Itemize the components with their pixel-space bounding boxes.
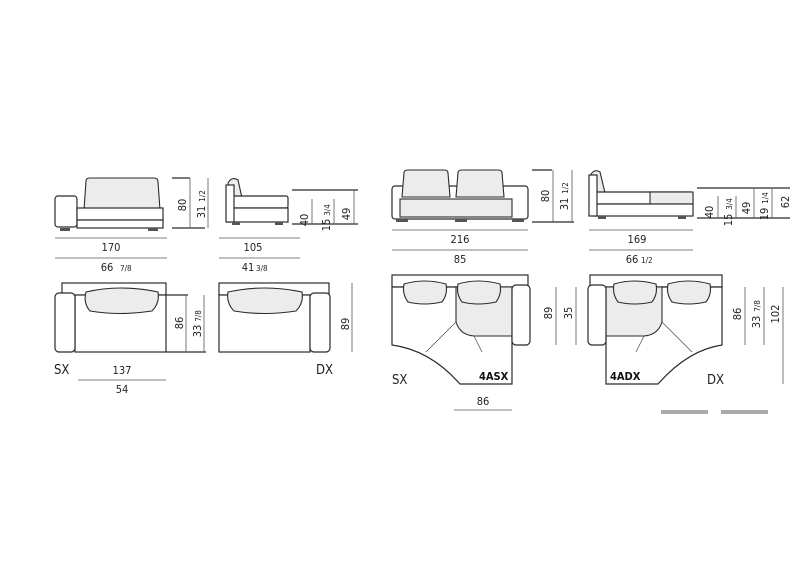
plan-4adx-full-depth: 102 — [769, 305, 782, 324]
side-seat-height-in-frac: 3/4 — [323, 204, 332, 216]
plan-4adx-code: 4ADX — [610, 370, 641, 383]
side-r-extra-height: 62 — [779, 196, 792, 209]
plan-4asx-label: SX — [392, 373, 407, 388]
side-seat-height-cm: 40 — [298, 214, 311, 227]
front-elevation-right — [391, 169, 574, 223]
front-r-height-cm: 80 — [539, 190, 552, 203]
plan-sx-depth-in-frac: 7/8 — [194, 310, 203, 322]
plan-view-4asx — [391, 274, 577, 411]
front-elevation-left — [54, 177, 209, 231]
plan-4asx-width-cm: 86 — [477, 395, 490, 408]
front-width-in-frac: 7/8 — [120, 264, 132, 273]
plan-sx-width-cm: 137 — [113, 364, 132, 377]
side-depth-in-frac: 3/8 — [256, 264, 268, 273]
plan-view-sx — [54, 282, 206, 353]
side-elevation-right — [588, 170, 790, 219]
plan-4adx-depth-cm: 86 — [731, 308, 744, 321]
side-r-seat-height-in-frac: 3/4 — [725, 198, 734, 210]
plan-sx-depth-in: 33 — [191, 325, 204, 338]
side-depth-cm: 105 — [244, 241, 263, 254]
side-depth-in: 41 — [242, 261, 255, 274]
plan-dx-label: DX — [316, 363, 333, 378]
plan-4adx-depth-in-frac: 7/8 — [753, 300, 762, 312]
plan-4adx-depth-in: 33 — [750, 316, 763, 329]
plan-dx-depth-cm: 89 — [339, 318, 352, 331]
side-r-depth-cm: 169 — [628, 233, 647, 246]
side-r-back-height-in-frac: 1/4 — [761, 192, 770, 204]
front-r-height-in: 31 — [558, 198, 571, 211]
side-r-depth-in: 66 — [626, 253, 639, 266]
front-r-width-cm: 216 — [451, 233, 470, 246]
plan-4asx-depth-cm: 89 — [542, 307, 555, 320]
front-height-in-frac: 1/2 — [198, 190, 207, 202]
plan-4asx-depth-in: 35 — [562, 307, 575, 320]
side-elevation-left — [225, 177, 358, 225]
plan-4adx-label: DX — [707, 373, 724, 388]
scale-bar-1 — [661, 410, 708, 414]
plan-sx-label: SX — [54, 363, 69, 378]
side-r-seat-height-cm: 40 — [703, 206, 716, 219]
plan-sx-width-in: 54 — [116, 383, 129, 396]
front-r-height-in-frac: 1/2 — [561, 182, 570, 194]
side-seat-height-in: 15 — [320, 219, 333, 232]
plan-4asx-code: 4ASX — [479, 370, 509, 383]
side-arm-height-cm: 49 — [340, 208, 353, 221]
front-width-in: 66 — [101, 261, 114, 274]
plan-view-dx — [218, 282, 353, 353]
front-height-in: 31 — [195, 206, 208, 219]
front-width-cm: 170 — [102, 241, 121, 254]
side-r-back-height-cm: 49 — [740, 202, 753, 215]
plan-view-4adx — [587, 274, 784, 385]
side-r-depth-in-frac: 1/2 — [641, 256, 653, 265]
scale-bar-2 — [721, 410, 768, 414]
front-height-cm: 80 — [176, 199, 189, 212]
side-r-back-height-in: 19 — [758, 208, 771, 221]
plan-sx-depth-cm: 86 — [173, 317, 186, 330]
front-r-width-in: 85 — [454, 253, 467, 266]
side-r-seat-height-in: 15 — [722, 214, 735, 227]
